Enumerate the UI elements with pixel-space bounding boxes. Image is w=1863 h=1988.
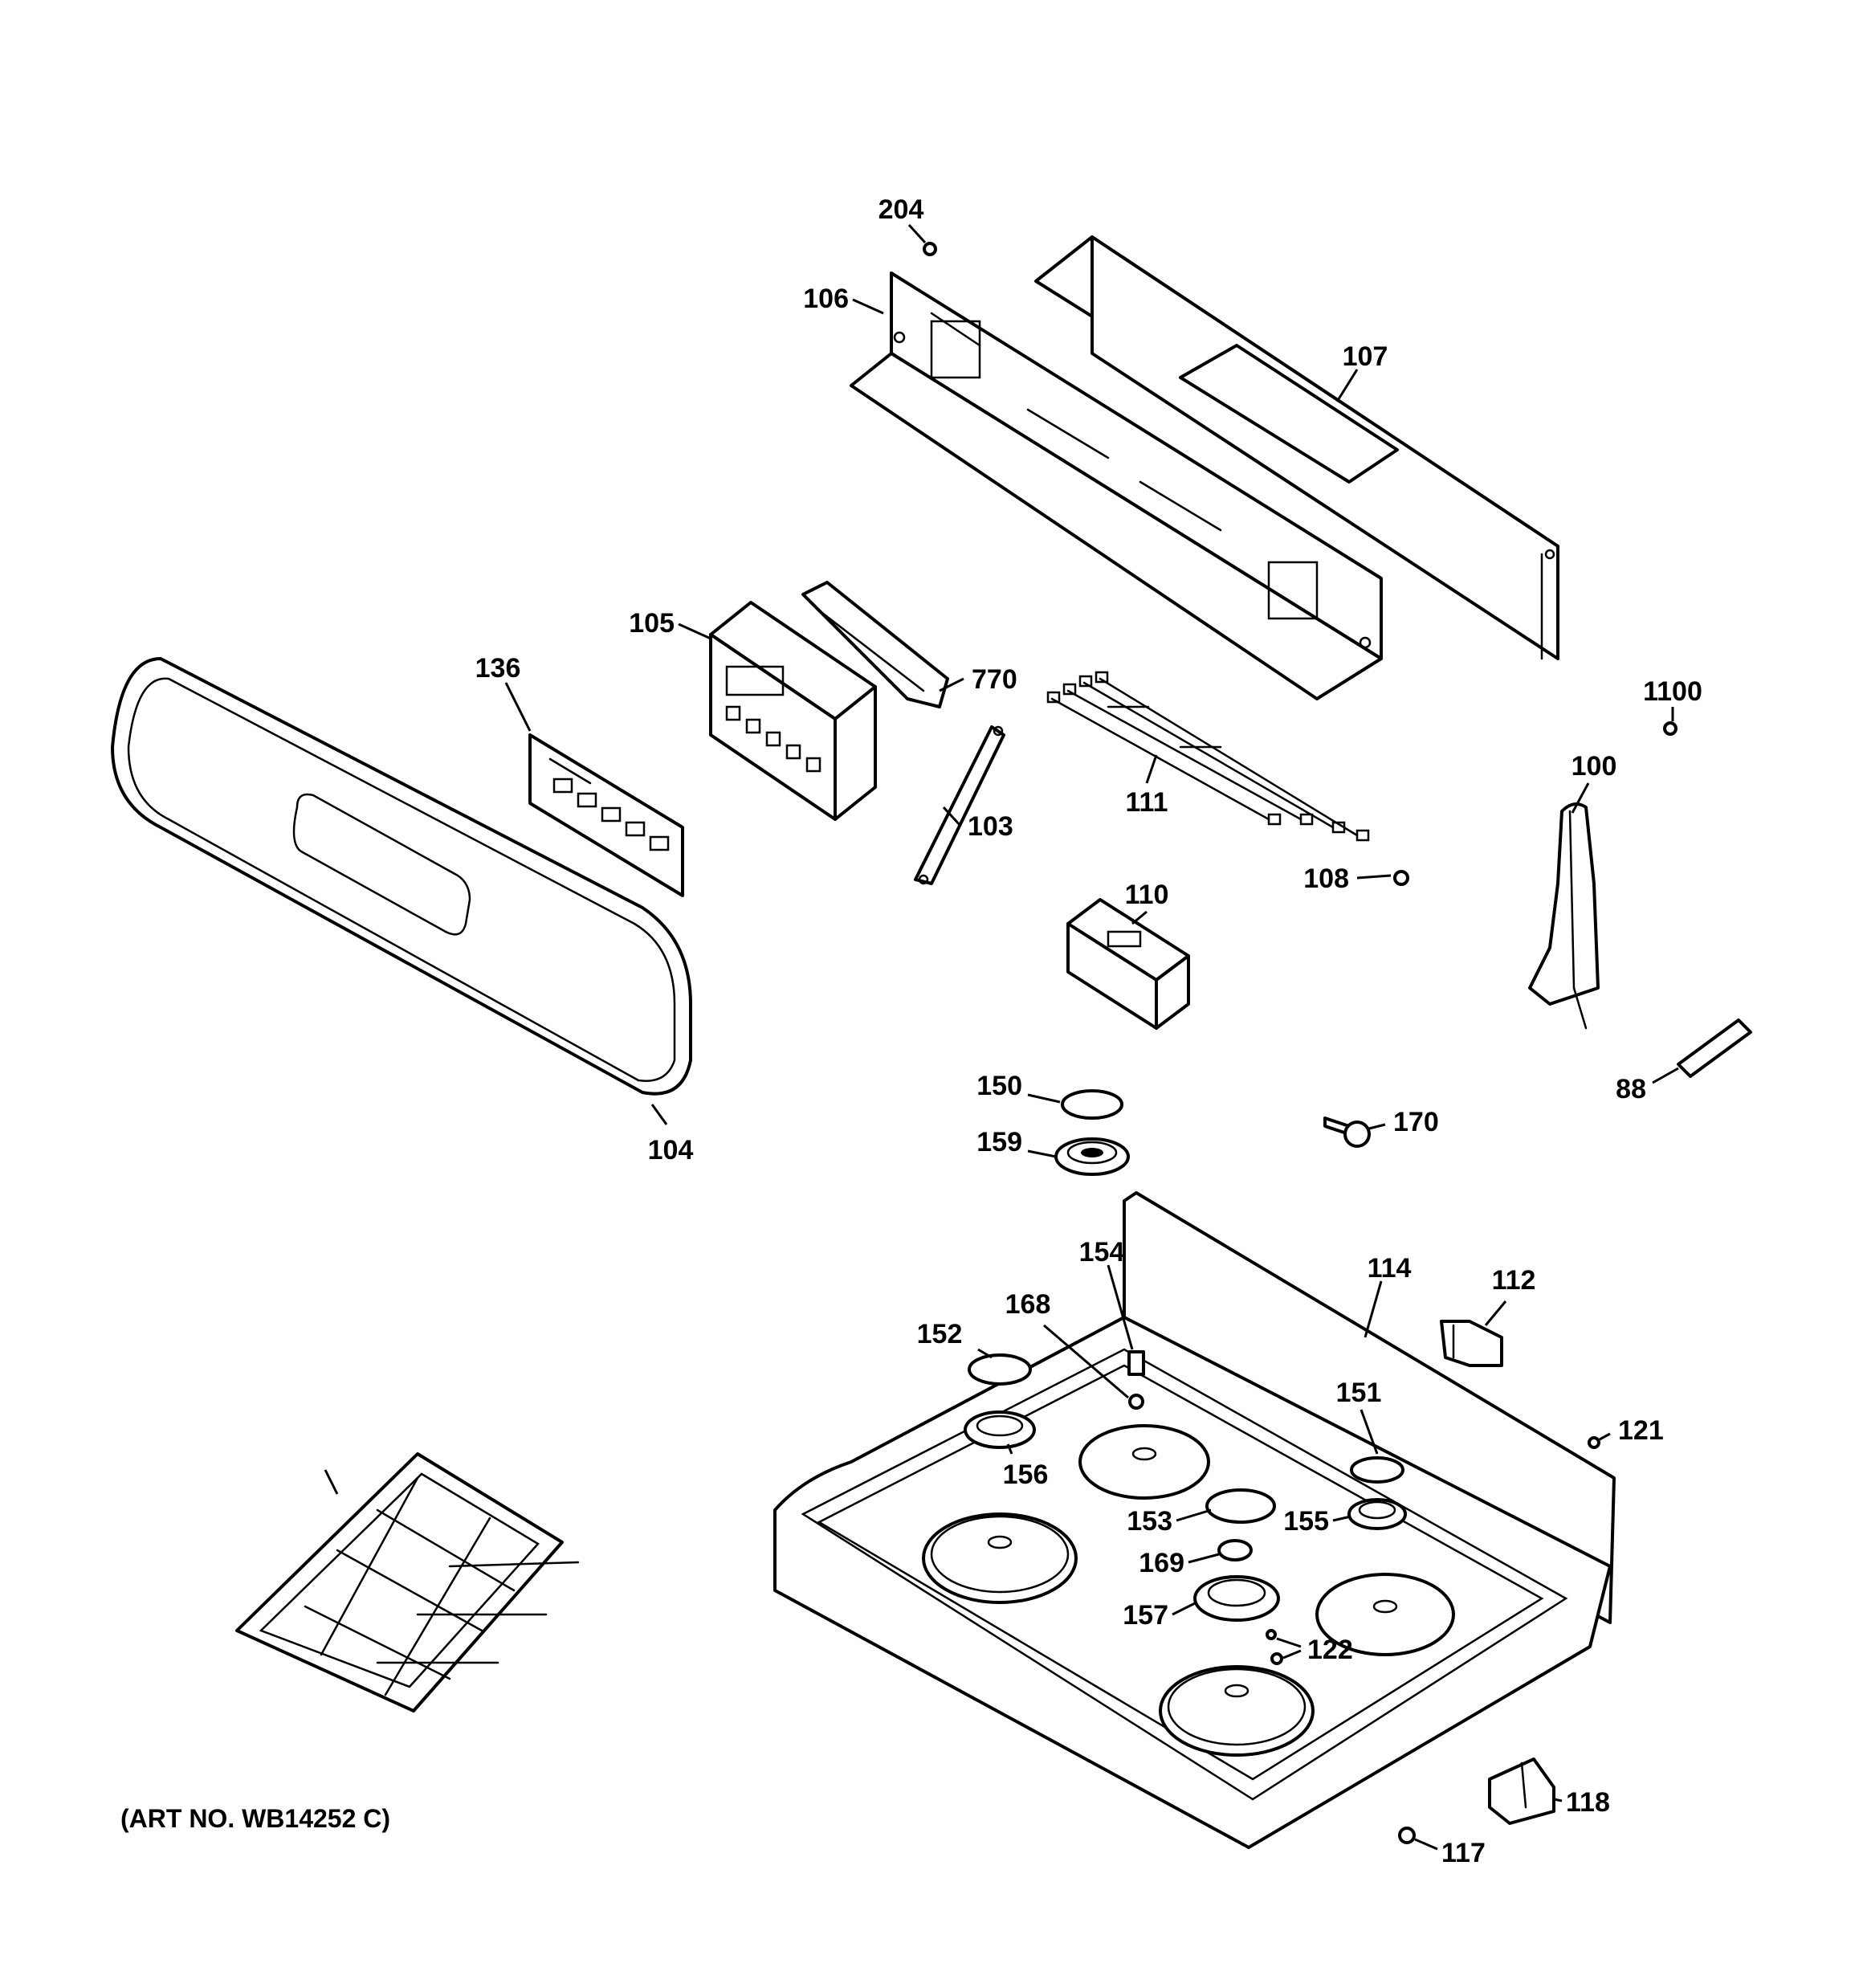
callout-159: 159 <box>976 1127 1022 1157</box>
callout-157: 157 <box>1123 1600 1168 1631</box>
callout-105: 105 <box>629 608 675 639</box>
part-103-bracket-arm <box>914 725 1005 885</box>
part-106-bracket <box>850 271 1383 700</box>
part-157-burner-head <box>1193 1575 1280 1622</box>
callout-168: 168 <box>1005 1289 1051 1320</box>
callout-151: 151 <box>1336 1378 1382 1408</box>
part-107-rear-cover <box>1034 235 1559 660</box>
part-111-wire-harness <box>1046 671 1370 842</box>
callout-770: 770 <box>972 664 1017 695</box>
art-number: (ART NO. WB14252 C) <box>120 1804 390 1833</box>
part-121-screw <box>1588 1436 1600 1449</box>
part-105-electronic-control <box>709 601 877 821</box>
callout-169: 169 <box>1139 1548 1184 1578</box>
part-136-overlay <box>528 733 684 897</box>
callout-117: 117 <box>1441 1838 1486 1868</box>
part-151-burner-cap <box>1350 1456 1404 1484</box>
callout-118: 118 <box>1566 1787 1610 1818</box>
part-grate <box>235 1452 580 1712</box>
part-770-harness-strip <box>801 581 949 708</box>
part-155-burner-head <box>1347 1498 1407 1530</box>
callout-136: 136 <box>475 653 521 684</box>
part-122-screw <box>1266 1629 1283 1665</box>
part-169-burner-insert <box>1217 1539 1253 1561</box>
callout-153: 153 <box>1127 1506 1172 1537</box>
part-118-leveling-leg <box>1488 1757 1555 1825</box>
part-159-burner-head <box>1054 1137 1130 1176</box>
part-156-burner-head <box>964 1410 1036 1449</box>
callout-104: 104 <box>648 1135 694 1165</box>
callout-152: 152 <box>917 1319 963 1349</box>
callout-112: 112 <box>1492 1265 1536 1296</box>
part-154-orifice <box>1127 1350 1145 1376</box>
part-112-bracket <box>1440 1320 1503 1367</box>
callout-204: 204 <box>879 194 924 225</box>
part-1100-screw <box>1663 721 1678 736</box>
callout-100: 100 <box>1572 751 1617 782</box>
part-204-screw <box>923 242 937 256</box>
part-152-burner-cap <box>968 1353 1032 1386</box>
callout-122: 122 <box>1307 1635 1353 1665</box>
callout-150: 150 <box>976 1071 1022 1101</box>
part-110-spark-module <box>1066 898 1190 1030</box>
part-100-end-cap <box>1528 802 1600 1030</box>
part-88-clip <box>1677 1018 1752 1078</box>
part-150-burner-cap <box>1061 1089 1123 1120</box>
part-117-nut <box>1398 1827 1416 1844</box>
part-153-burner-cap <box>1205 1488 1276 1524</box>
callout-1100: 1100 <box>1643 676 1702 707</box>
leader-lines <box>324 223 1679 1851</box>
callout-155: 155 <box>1283 1506 1329 1537</box>
callout-114: 114 <box>1368 1253 1412 1284</box>
callout-154: 154 <box>1079 1237 1125 1268</box>
callout-111: 111 <box>1126 787 1168 818</box>
callout-110: 110 <box>1125 880 1169 910</box>
callout-88: 88 <box>1616 1074 1646 1104</box>
callout-107: 107 <box>1343 341 1388 372</box>
part-170-screw <box>1323 1116 1371 1148</box>
part-114-cooktop <box>773 1191 1616 1849</box>
callout-170: 170 <box>1393 1107 1439 1137</box>
part-104-control-panel <box>111 657 692 1096</box>
callout-103: 103 <box>968 811 1013 842</box>
callout-156: 156 <box>1003 1459 1049 1490</box>
callout-108: 108 <box>1303 863 1349 894</box>
callout-labels: 204 106 107 105 770 136 1100 100 103 111… <box>475 194 1702 1868</box>
part-108-screw <box>1393 870 1409 886</box>
part-168-electrode <box>1128 1394 1144 1410</box>
callout-106: 106 <box>803 284 849 314</box>
callout-121: 121 <box>1618 1415 1664 1446</box>
